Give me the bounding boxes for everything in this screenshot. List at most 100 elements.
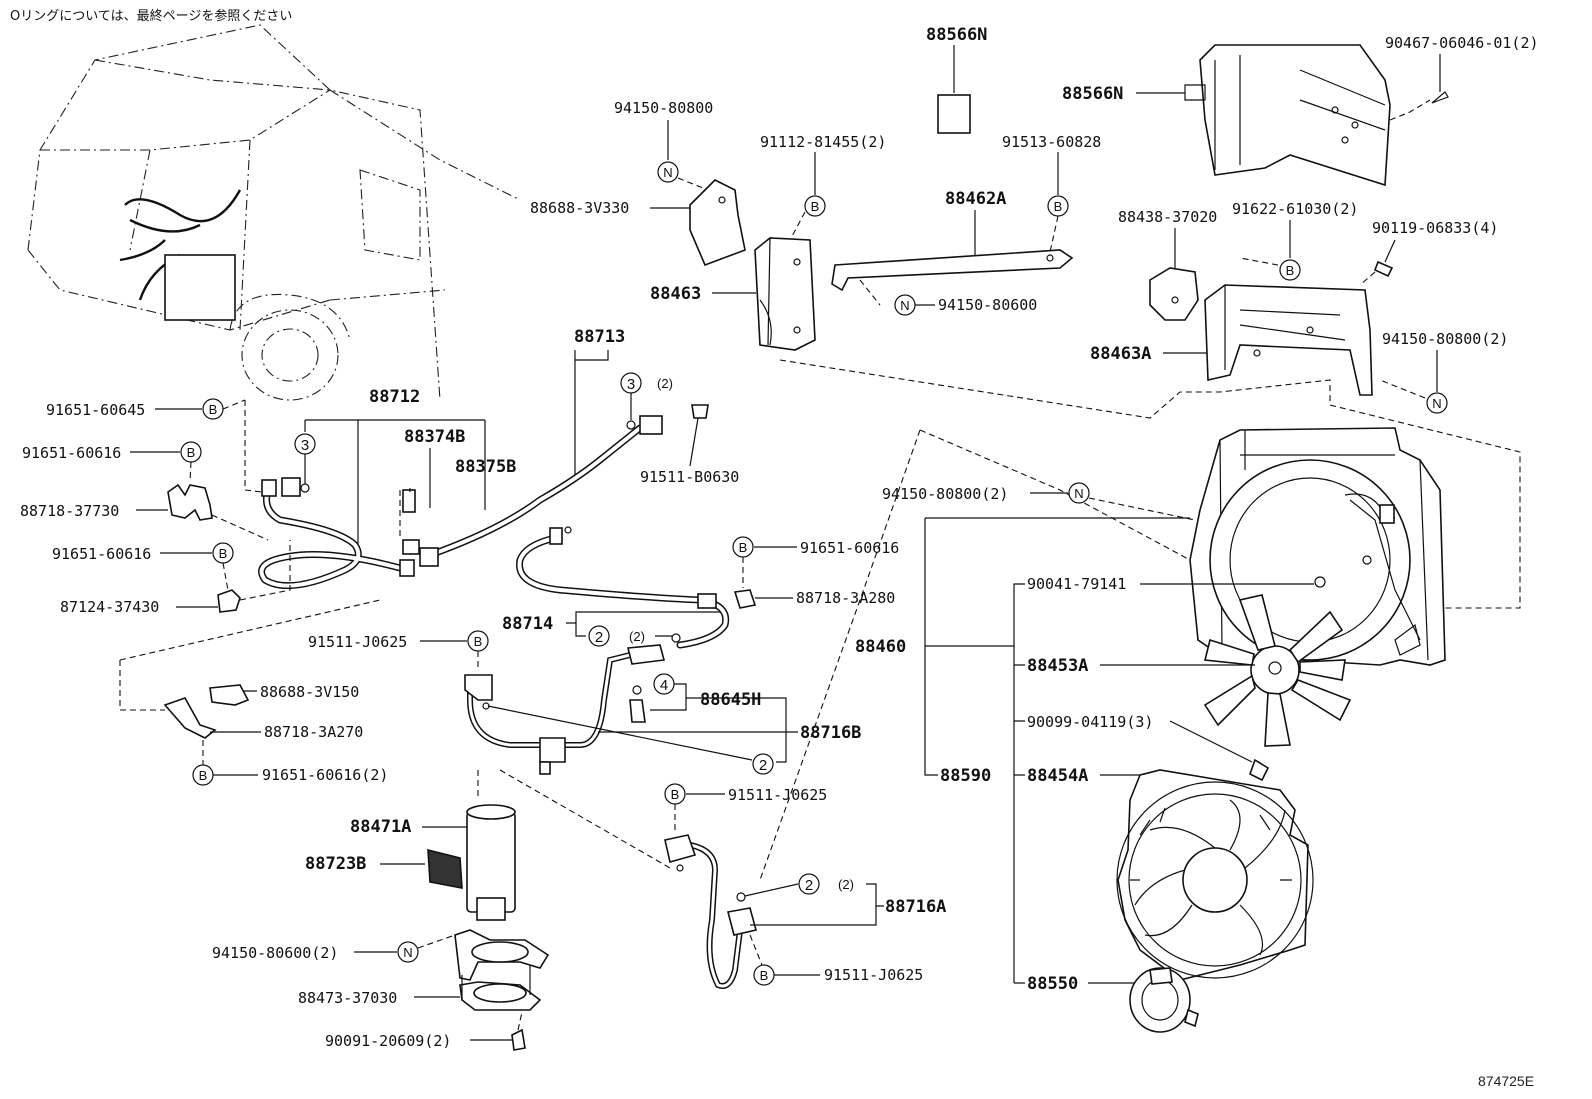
part-88471a-receiver: 88471A <box>350 817 411 837</box>
part-91651-60645-bolt: 91651-60645 <box>46 401 145 419</box>
svg-text:2: 2 <box>759 757 767 774</box>
part-88463-bracket: 88463 <box>650 284 701 304</box>
circle-4-symbol: 4 <box>653 673 675 695</box>
part-94150-80600-nut: 94150-80600 <box>938 296 1037 314</box>
b-bolt-symbol-91622: B <box>1279 259 1301 281</box>
bolt-b0630-illustration <box>691 404 709 419</box>
svg-text:B: B <box>199 768 208 783</box>
qty-2-88714: (2) <box>629 629 645 644</box>
part-94150-80800-nut: 94150-80800 <box>614 99 713 117</box>
fan-shroud-88454a-illustration <box>1116 769 1314 981</box>
part-88460-fan-assembly: 88460 <box>855 637 906 657</box>
svg-text:2: 2 <box>805 877 813 894</box>
part-88718-3a280-clamp: 88718-3A280 <box>796 589 895 607</box>
part-88462a-stay: 88462A <box>945 189 1006 209</box>
oring-88714 <box>671 633 681 643</box>
liquid-tube-88716b-illustration <box>464 644 666 775</box>
svg-text:B: B <box>219 546 228 561</box>
oring-reference-note: Oリングについては、最終ページを参照ください <box>10 8 292 24</box>
svg-text:B: B <box>811 199 820 214</box>
part-91651-60616-bolt-a: 91651-60616 <box>22 444 121 462</box>
part-91622-bolt: 91622-61030(2) <box>1232 200 1358 218</box>
bracket-88438-illustration <box>1149 267 1199 321</box>
part-88550-motor: 88550 <box>1027 974 1078 994</box>
part-94150-80600-2-nut: 94150-80600(2) <box>212 944 338 962</box>
part-88712-hose: 88712 <box>369 387 420 407</box>
part-88566n-label-sheet: 88566N <box>926 25 987 45</box>
part-88454a-shroud: 88454A <box>1027 766 1088 786</box>
stay-88462a-illustration <box>831 249 1074 292</box>
b-bolt-symbol: B <box>804 195 826 217</box>
svg-text:B: B <box>1054 199 1063 214</box>
clamp-3a280-illustration <box>733 589 757 609</box>
svg-text:B: B <box>187 445 196 460</box>
part-88645h-switch: 88645H <box>700 690 761 710</box>
part-88716b-tube: 88716B <box>800 723 861 743</box>
bracket-88463a-illustration <box>1204 284 1373 396</box>
b-symbol-j0625-a: B <box>467 630 489 652</box>
part-91513-bolt: 91513-60828 <box>1002 133 1101 151</box>
oring-88713 <box>626 420 636 430</box>
b-symbol-60616-a: B <box>180 441 202 463</box>
n-nut-symbol: N <box>657 161 679 183</box>
n-nut-symbol-right: N <box>1426 392 1448 414</box>
n-symbol-80800-2b: N <box>1068 482 1090 504</box>
fan-motor-88550-illustration <box>1129 967 1199 1033</box>
qty-2-88713: (2) <box>657 376 673 391</box>
part-88453a-fan: 88453A <box>1027 656 1088 676</box>
oring-88645h <box>632 685 642 695</box>
clamp-87124-illustration <box>217 589 241 613</box>
receiver-holder-illustration <box>454 929 550 1011</box>
part-88688-3v150-clamp: 88688-3V150 <box>260 683 359 701</box>
part-88438-37020-bracket: 88438-37020 <box>1118 208 1217 226</box>
part-91651-60616-bolt-b: 91651-60616 <box>52 545 151 563</box>
b-symbol-j0625-b: B <box>664 783 686 805</box>
part-91651-60616-2-bolt: 91651-60616(2) <box>262 766 388 784</box>
part-91112-bolt: 91112-81455(2) <box>760 133 886 151</box>
svg-text:B: B <box>1286 263 1295 278</box>
qty-2-88716a: (2) <box>838 877 854 892</box>
suction-hose-illustration <box>258 415 663 590</box>
b-bolt-symbol-91513: B <box>1047 195 1069 217</box>
part-94150-80800-2-nut: 94150-80800(2) <box>1382 330 1508 348</box>
part-91511-j0625-bolt-b: 91511-J0625 <box>728 786 827 804</box>
bolt-90091-illustration <box>511 1028 526 1051</box>
part-90099-04119-screw: 90099-04119(3) <box>1027 713 1153 731</box>
part-91651-60616-bolt-c: 91651-60616 <box>800 539 899 557</box>
part-88716a-tube: 88716A <box>885 897 946 917</box>
svg-text:N: N <box>1074 486 1083 501</box>
part-91511-j0625-bolt-a: 91511-J0625 <box>308 633 407 651</box>
b-symbol-60616-c: B <box>732 536 754 558</box>
circle-3-symbol-left: 3 <box>294 433 316 455</box>
part-91511-b0630-bolt: 91511-B0630 <box>640 468 739 486</box>
b-symbol-60645: B <box>202 398 224 420</box>
vehicle-outline-illustration <box>27 24 521 401</box>
oring-88716a <box>736 892 746 902</box>
b-symbol-60616-b: B <box>212 542 234 564</box>
circle-2-symbol-88716a: 2 <box>798 873 820 895</box>
circle-3-symbol-top: 3 <box>620 372 642 394</box>
part-88374b-hose: 88374B <box>404 427 465 447</box>
svg-text:3: 3 <box>301 437 309 454</box>
svg-text:B: B <box>209 402 218 417</box>
part-88723b-cushion: 88723B <box>305 854 366 874</box>
svg-text:N: N <box>1432 396 1441 411</box>
part-88718-3a270-clamp: 88718-3A270 <box>264 723 363 741</box>
svg-text:B: B <box>474 634 483 649</box>
circle-2-symbol-88714: 2 <box>588 625 610 647</box>
cushion-88723b-illustration <box>427 848 463 889</box>
part-88473-37030-holder: 88473-37030 <box>298 989 397 1007</box>
part-90467-clip: 90467-06046-01(2) <box>1385 34 1539 52</box>
n-nut-symbol-80600: N <box>894 294 916 316</box>
part-87124-37430-clamp: 87124-37430 <box>60 598 159 616</box>
svg-text:2: 2 <box>595 629 603 646</box>
oring-88712 <box>300 483 310 493</box>
receiver-bracket-illustration <box>754 237 816 351</box>
screw-90099-illustration <box>1249 758 1270 782</box>
part-90041-79141-screw: 90041-79141 <box>1027 575 1126 593</box>
receiver-dryer-illustration <box>466 804 516 921</box>
part-88375b-hose: 88375B <box>455 457 516 477</box>
part-90119-bolt: 90119-06833(4) <box>1372 219 1498 237</box>
label-sheet-illustration <box>937 45 971 134</box>
